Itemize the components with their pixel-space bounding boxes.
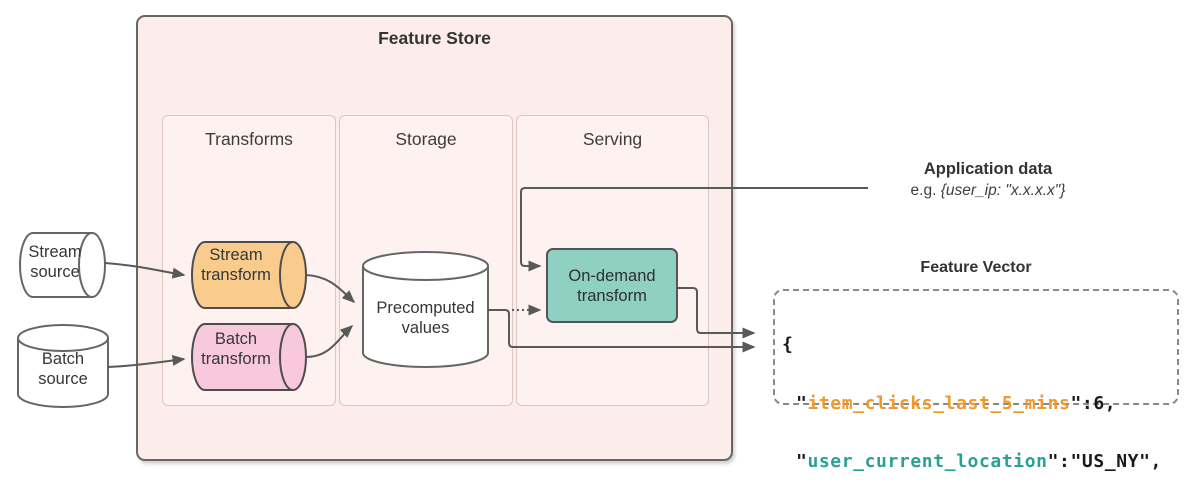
lane-storage: Storage	[339, 115, 513, 406]
lane-transforms-label: Transforms	[205, 129, 293, 149]
feature-store-title: Feature Store	[378, 28, 491, 48]
precomputed-values-label: Precomputed values	[376, 299, 475, 337]
on-demand-transform-node: On-demand transform	[546, 248, 678, 323]
batch-transform-label: Batch transform	[201, 330, 271, 368]
feature-key: user_current_location	[807, 451, 1048, 472]
on-demand-transform-label-line1: On-demand	[568, 266, 656, 285]
feature-vector-title: Feature Vector	[920, 259, 1032, 276]
stream-source-label: Stream source	[28, 243, 82, 281]
feature-vector-box: { "item_clicks_last_5_mins":6, "user_cur…	[773, 289, 1179, 471]
on-demand-transform-label-line2: transform	[577, 286, 647, 305]
stream-transform-label: Stream transform	[201, 246, 271, 284]
feature-vector-entry: "user_current_location":"US_NY",	[796, 451, 1162, 472]
lane-serving-label: Serving	[582, 129, 643, 149]
application-data-title: Application data	[923, 160, 1053, 178]
application-data-annotation: Application data e.g. {user_ip: "x.x.x.x…	[853, 160, 1123, 200]
feature-vector-open-brace: {	[782, 334, 794, 355]
batch-source-label: Batch source	[38, 350, 88, 388]
application-data-example: e.g. {user_ip: "x.x.x.x"}	[910, 182, 1066, 199]
feature-key: item_clicks_last_5_mins	[807, 392, 1071, 414]
feature-vector-entry: "item_clicks_last_5_mins":6,	[796, 392, 1117, 414]
lane-storage-label: Storage	[395, 129, 457, 149]
